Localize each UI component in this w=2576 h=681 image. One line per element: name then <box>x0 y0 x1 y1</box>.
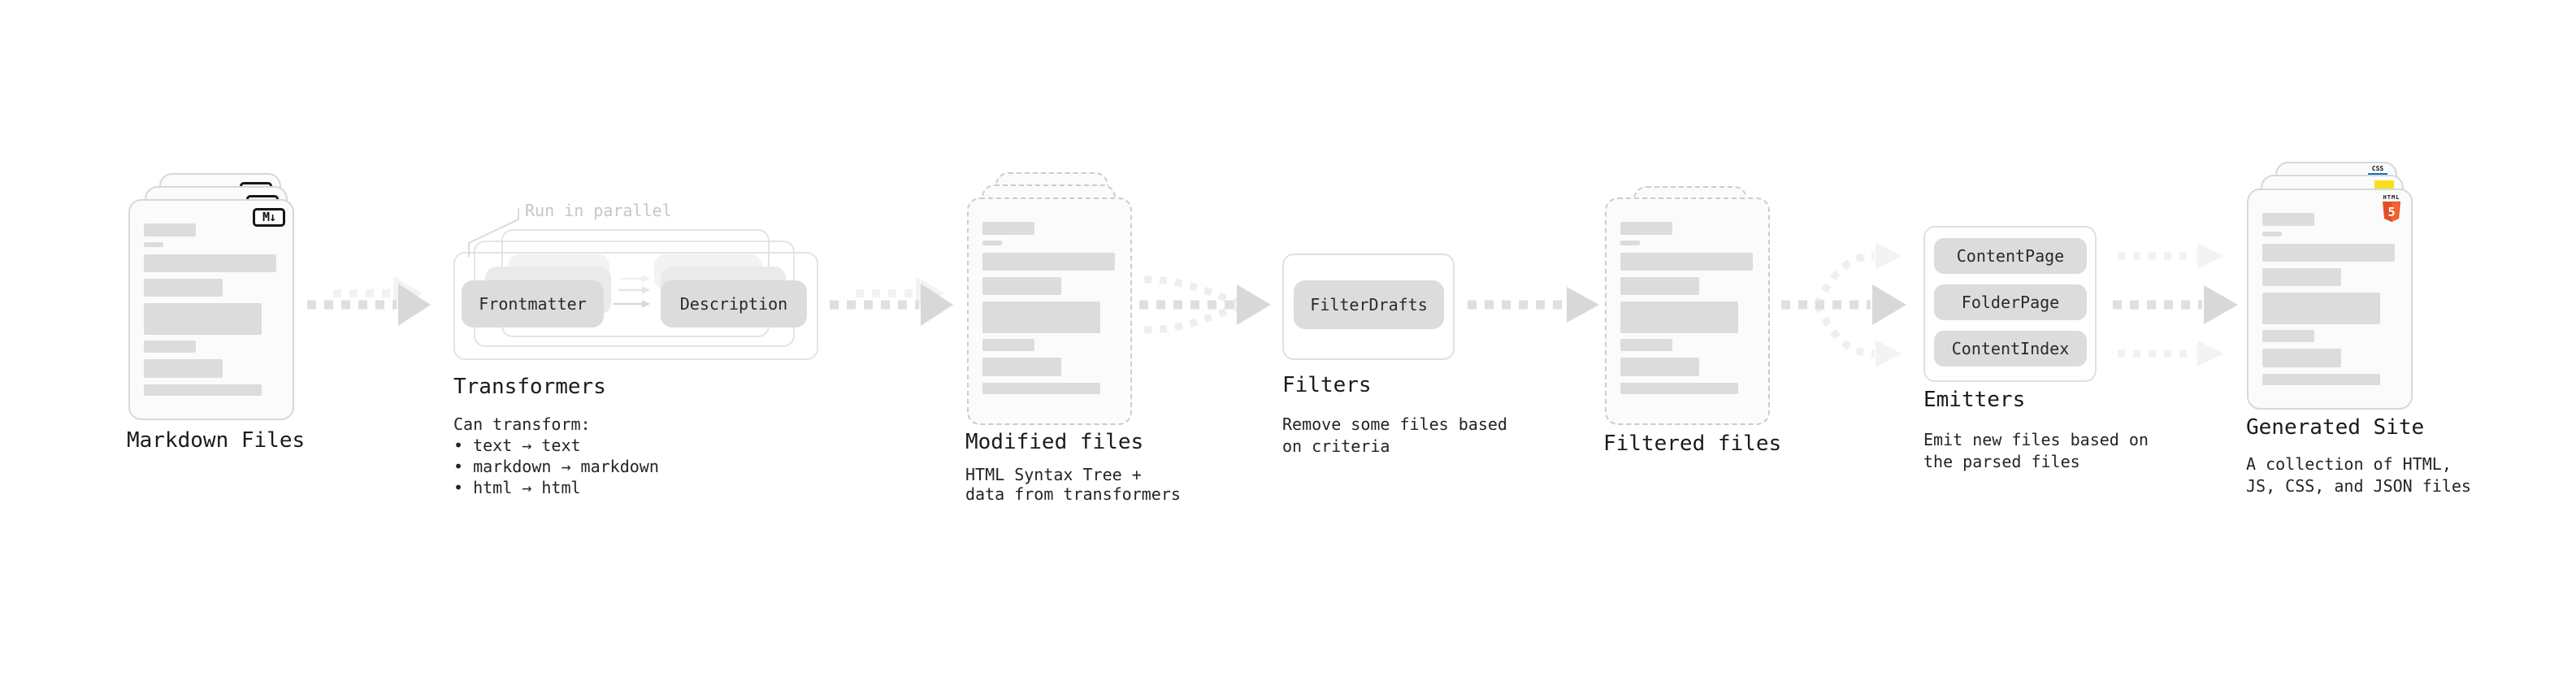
flow-arrow-triple <box>2113 243 2238 367</box>
text-placeholder-bar <box>1620 241 1640 245</box>
css-icon-label: CSS <box>2371 165 2384 172</box>
transformer-layer-outline <box>453 252 818 360</box>
desc-line: • html → html <box>453 478 581 497</box>
emitter-pill: FolderPage <box>1934 284 2087 320</box>
html5-icon-label: HTML <box>2383 194 2400 201</box>
desc-line: on criteria <box>1282 436 1390 456</box>
desc-line: Can transform: <box>453 414 591 434</box>
text-placeholder-bar <box>144 223 196 236</box>
text-placeholder-bar <box>982 358 1061 376</box>
desc-line: A collection of HTML, <box>2246 454 2452 474</box>
text-placeholder-bar <box>144 359 223 378</box>
desc-line: Emit new files based on <box>1923 430 2149 449</box>
desc-line: the parsed files <box>1923 452 2080 471</box>
text-placeholder-bar <box>982 253 1115 271</box>
text-placeholder-bar <box>982 383 1100 394</box>
document <box>1605 197 1770 425</box>
html5-shield-icon: 5 <box>2383 202 2400 222</box>
text-placeholder-bar <box>982 339 1034 351</box>
desc-line: Remove some files based <box>1282 414 1507 434</box>
node-description: HTML Syntax Tree + data from transformer… <box>965 465 1181 504</box>
text-placeholder-bar <box>982 222 1034 235</box>
node-title: Filters <box>1282 373 1372 397</box>
text-placeholder-bar <box>1620 222 1672 235</box>
desc-line: • text → text <box>453 436 581 455</box>
text-placeholder-bar <box>144 242 163 247</box>
flow-arrow-dark <box>307 284 431 326</box>
node-title: Markdown Files <box>127 428 306 453</box>
text-placeholder-bar <box>1620 339 1672 351</box>
text-placeholder-bar <box>144 279 223 297</box>
text-placeholder-bar <box>144 254 276 272</box>
text-placeholder-bar <box>1620 301 1738 333</box>
node-title: Filtered files <box>1603 432 1782 456</box>
text-placeholder-bar <box>144 303 262 335</box>
text-placeholder-bar <box>2262 244 2395 262</box>
desc-line: data from transformers <box>965 484 1181 504</box>
text-placeholder-bar <box>144 340 196 353</box>
svg-text:5: 5 <box>2387 205 2395 219</box>
emitter-pill: ContentIndex <box>1934 331 2087 367</box>
filterdrafts-pill: FilterDrafts <box>1294 280 1444 329</box>
js-icon <box>2374 180 2394 190</box>
desc-line: • markdown → markdown <box>453 457 659 476</box>
flow-arrow-single <box>1468 287 1599 323</box>
flow-arrow-double <box>307 276 431 326</box>
document: M↓ <box>128 199 294 420</box>
node-description: Emit new files based on the parsed files <box>1923 429 2149 473</box>
text-placeholder-bar <box>1620 358 1699 376</box>
node-title: Transformers <box>453 375 606 399</box>
desc-line: JS, CSS, and JSON files <box>2246 476 2471 496</box>
text-placeholder-bar <box>2262 330 2314 342</box>
node-description: Remove some files based on criteria <box>1282 414 1507 458</box>
text-placeholder-bar <box>1620 277 1699 295</box>
flow-arrow-double <box>830 276 953 326</box>
flow-arrow-dark <box>830 284 953 326</box>
document: HTML 5 <box>2247 189 2413 410</box>
frontmatter-pill: Frontmatter <box>462 280 604 327</box>
text-placeholder-bar <box>2262 349 2341 367</box>
flow-arrow-merge <box>1139 275 1271 334</box>
text-placeholder-bar <box>982 277 1061 295</box>
node-description: A collection of HTML, JS, CSS, and JSON … <box>2246 453 2471 497</box>
text-placeholder-bar <box>982 241 1002 245</box>
callout-line <box>468 208 519 257</box>
node-title: Modified files <box>965 430 1144 454</box>
node-title: Generated Site <box>2246 415 2425 440</box>
flow-arrow-fanout <box>1781 242 1906 367</box>
text-placeholder-bar <box>982 301 1100 333</box>
text-placeholder-bar <box>2262 374 2380 385</box>
text-placeholder-bar <box>2262 268 2341 286</box>
node-title: Emitters <box>1923 388 2026 412</box>
node-description: Can transform: • text → text • markdown … <box>453 414 659 498</box>
markdown-icon: M↓ <box>253 208 285 227</box>
run-in-parallel-note: Run in parallel <box>525 201 672 220</box>
text-placeholder-bar <box>1620 383 1738 394</box>
html5-icon: HTML 5 <box>2379 194 2404 226</box>
desc-line: HTML Syntax Tree + <box>965 465 1142 484</box>
transform-arrows-icon <box>614 275 650 308</box>
description-pill: Description <box>661 280 807 327</box>
document <box>967 197 1132 425</box>
text-placeholder-bar <box>2262 232 2282 236</box>
text-placeholder-bar <box>144 384 262 396</box>
text-placeholder-bar <box>2262 213 2314 226</box>
text-placeholder-bar <box>1620 253 1753 271</box>
text-placeholder-bar <box>2262 293 2380 324</box>
emitter-pill: ContentPage <box>1934 238 2087 274</box>
